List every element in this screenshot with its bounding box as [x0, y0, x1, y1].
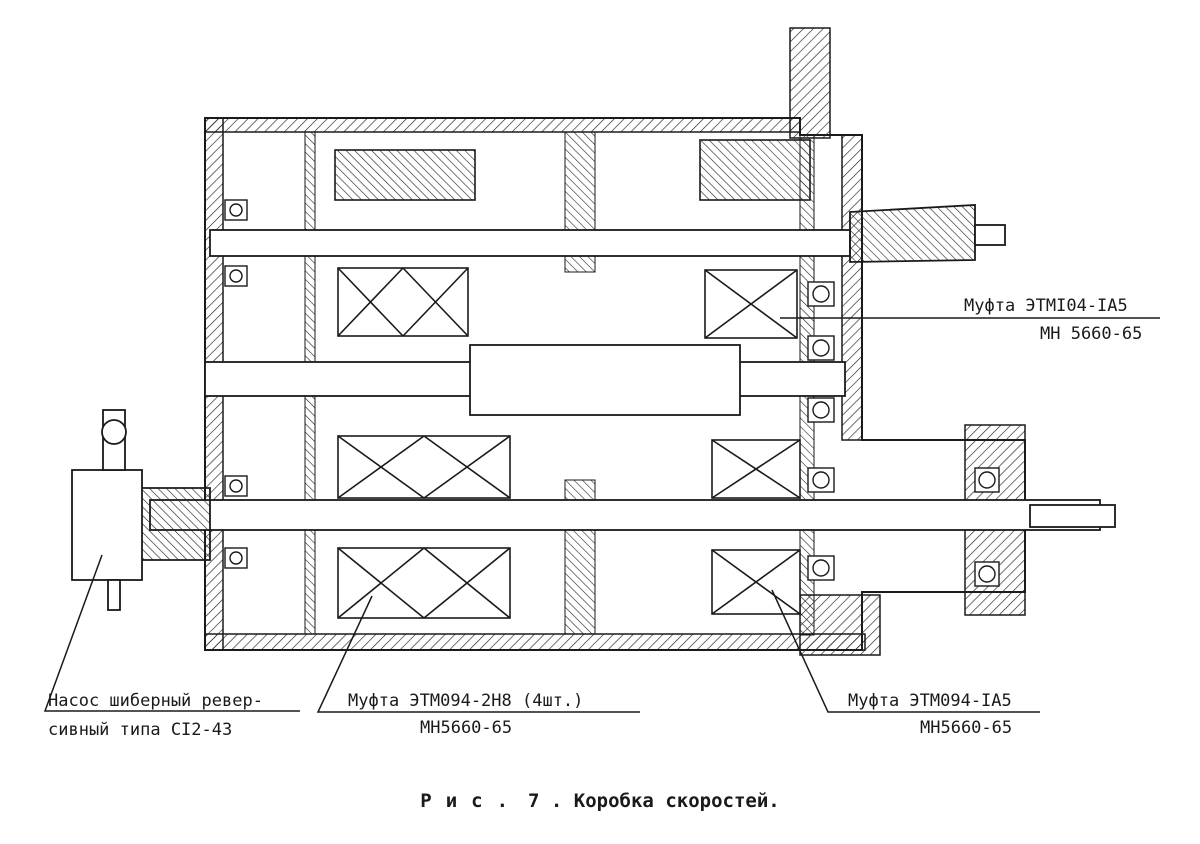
foot [799, 594, 881, 656]
upper-shaft [209, 229, 851, 257]
coupling-middle-label-2: МН5660-65 [420, 718, 513, 738]
leader-lines [43, 317, 1160, 713]
figure-caption: Рис.7 . Коробка скоростей. [0, 790, 1200, 812]
caption-prefix: Рис. [420, 790, 523, 812]
coupling-upper-right [704, 269, 798, 339]
clutch-top-1 [334, 149, 476, 201]
bracket-top [789, 27, 831, 139]
coupling-lower-left [337, 435, 511, 499]
coupling-right-label-2: МН5660-65 [920, 718, 1013, 738]
leader-coupling-middle [316, 595, 640, 713]
coupling-top-label-1: Муфта ЭТМI04-IA5 [964, 296, 1128, 316]
pump-label-2: сивный типа СI2-43 [48, 720, 233, 740]
lower-shaft [149, 499, 1101, 531]
housing [204, 27, 1026, 656]
coupling-bottom-right [711, 549, 801, 615]
leader-pump [43, 554, 300, 712]
coupling-upper-left [337, 267, 469, 337]
coupling-middle-label-1: Муфта ЭТМ094-2Н8 (4шт.) [348, 691, 584, 711]
bearings [224, 199, 1000, 587]
shafts [149, 204, 1116, 531]
coupling-top-label-2: МН 5660-65 [1040, 324, 1143, 344]
upper-shaft-end [974, 224, 1006, 246]
clutch-top-2 [699, 139, 811, 201]
housing-wall-top [204, 117, 801, 133]
leader-coupling-right [771, 589, 1040, 713]
pump [71, 409, 211, 611]
caption-text: 7 . Коробка скоростей. [528, 790, 780, 812]
lower-shaft-tail [1029, 504, 1116, 528]
housing-wall-bottom [204, 633, 866, 651]
middle-spline [469, 344, 741, 416]
pump-stem [107, 579, 121, 611]
coupling-lower-right [711, 439, 801, 499]
coupling-right-label-1: Муфта ЭТМ094-IA5 [848, 691, 1012, 711]
pump-body [71, 469, 143, 581]
pump-neck [142, 487, 211, 561]
pump-label-1: Насос шиберный ревер- [48, 691, 263, 711]
upper-shaft-cone [849, 204, 976, 263]
coupling-bottom-left [337, 547, 511, 619]
